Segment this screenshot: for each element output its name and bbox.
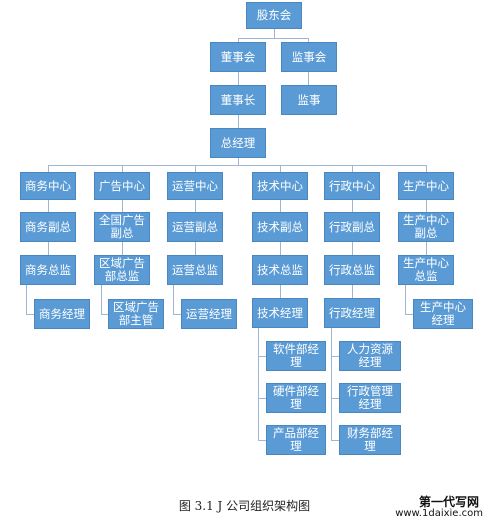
connector xyxy=(195,200,196,212)
connector xyxy=(280,165,281,172)
connector xyxy=(26,285,27,314)
connector xyxy=(101,314,108,315)
connector xyxy=(101,285,102,314)
node-product-manager: 产品部经理 xyxy=(266,425,326,455)
connector xyxy=(280,242,281,255)
figure-caption: 图 3.1 J 公司组织架构图 xyxy=(178,499,311,513)
node-admin-management-manager: 行政管理经理 xyxy=(339,383,401,413)
connector xyxy=(426,200,427,212)
connector xyxy=(331,327,332,441)
node-finance-manager: 财务部经理 xyxy=(339,425,401,455)
node-administration-manager: 行政经理 xyxy=(324,298,380,328)
node-dept-technology: 技术中心 xyxy=(252,172,308,200)
connector xyxy=(258,327,259,441)
node-dept-business: 商务中心 xyxy=(20,172,76,200)
node-operations-manager: 运营经理 xyxy=(181,299,237,329)
node-technology-manager: 技术经理 xyxy=(252,298,308,328)
node-production-vp: 生产中心副总 xyxy=(398,212,454,242)
connector xyxy=(48,200,49,212)
node-technology-director: 技术总监 xyxy=(252,255,308,285)
node-dept-production: 生产中心 xyxy=(398,172,454,200)
connector xyxy=(48,165,49,172)
connector xyxy=(122,165,123,172)
connector xyxy=(238,38,309,39)
connector xyxy=(238,158,239,165)
node-operations-vp: 运营副总 xyxy=(167,212,223,242)
node-advertising-supervisor: 区域广告部主管 xyxy=(108,299,164,329)
node-board: 董事会 xyxy=(210,42,266,72)
node-hardware-manager: 硬件部经理 xyxy=(266,383,326,413)
connector xyxy=(195,165,196,172)
node-supervisory-board: 监事会 xyxy=(281,42,337,72)
node-dept-operations: 运营中心 xyxy=(167,172,223,200)
node-business-vp: 商务副总 xyxy=(20,212,76,242)
connector xyxy=(352,165,353,172)
connector xyxy=(173,285,174,314)
node-advertising-vp: 全国广告副总 xyxy=(94,212,150,242)
node-general-manager: 总经理 xyxy=(210,128,266,158)
connector xyxy=(274,28,275,38)
node-business-director: 商务总监 xyxy=(20,255,76,285)
node-advertising-director: 区域广告部总监 xyxy=(94,255,150,285)
node-production-manager: 生产中心经理 xyxy=(413,299,473,329)
watermark-title: 第一代写网 xyxy=(418,495,479,509)
connector xyxy=(405,285,406,314)
node-software-manager: 软件部经理 xyxy=(266,341,326,371)
node-production-director: 生产中心总监 xyxy=(398,255,454,285)
connector xyxy=(308,72,309,85)
connector xyxy=(122,200,123,212)
node-chairman: 董事长 xyxy=(210,85,266,115)
connector xyxy=(426,242,427,255)
connector xyxy=(173,314,181,315)
node-dept-administration: 行政中心 xyxy=(324,172,380,200)
node-administration-director: 行政总监 xyxy=(324,255,380,285)
connector xyxy=(352,200,353,212)
connector xyxy=(331,398,339,399)
connector xyxy=(331,356,339,357)
node-supervisor: 监事 xyxy=(281,85,337,115)
connector xyxy=(280,285,281,298)
connector xyxy=(238,115,239,128)
connector xyxy=(308,38,309,42)
connector xyxy=(238,72,239,85)
node-shareholders: 股东会 xyxy=(246,2,302,29)
node-hr-manager: 人力资源经理 xyxy=(339,341,401,371)
connector xyxy=(195,242,196,255)
node-operations-director: 运营总监 xyxy=(167,255,223,285)
connector xyxy=(258,440,266,441)
node-administration-vp: 行政副总 xyxy=(324,212,380,242)
node-technology-vp: 技术副总 xyxy=(252,212,308,242)
connector xyxy=(238,38,239,42)
connector xyxy=(122,242,123,255)
connector xyxy=(258,398,266,399)
connector xyxy=(48,165,427,166)
connector xyxy=(352,242,353,255)
connector xyxy=(280,200,281,212)
connector xyxy=(426,165,427,172)
connector xyxy=(258,356,266,357)
connector xyxy=(331,440,339,441)
connector xyxy=(26,314,34,315)
connector xyxy=(405,314,413,315)
connector xyxy=(352,285,353,298)
connector xyxy=(48,242,49,255)
node-business-manager: 商务经理 xyxy=(34,299,90,329)
watermark-url: www.1daixie.com xyxy=(395,508,483,519)
node-dept-advertising: 广告中心 xyxy=(94,172,150,200)
